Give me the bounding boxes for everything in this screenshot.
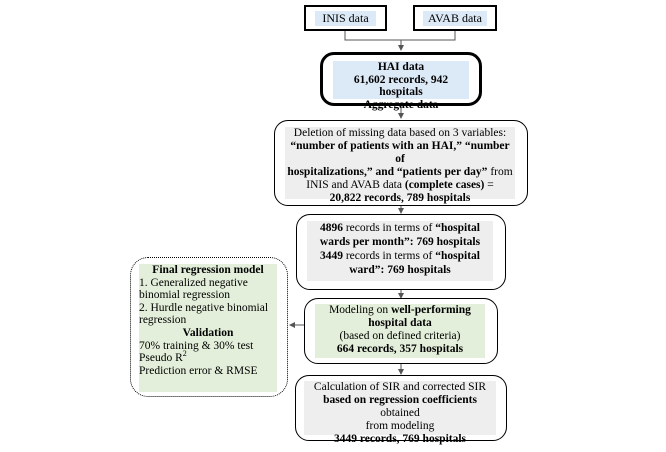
validation-title: Validation <box>182 326 234 339</box>
final-model-item-2b: regression <box>139 314 187 327</box>
avab-connector <box>401 30 456 41</box>
hai-count: 61,602 records, 942 hospitals <box>353 73 449 99</box>
final-model-item-2a: 2. Hurdle negative binomial <box>139 301 269 314</box>
modeling-line-1: Modeling on well-performing <box>329 304 471 316</box>
deletion-line-2: “number of patients with an HAI,” “numbe… <box>290 140 510 165</box>
sir-line-1: Calculation of SIR and corrected SIR <box>313 381 487 393</box>
sir-step-box: Calculation of SIR and corrected SIR bas… <box>295 375 507 445</box>
inis-connector <box>344 30 401 41</box>
wards-step-text: 4896 records in terms of “hospital wards… <box>307 221 493 281</box>
sir-line-4: 3449 records, 769 hospitals <box>333 433 467 445</box>
validation-item-1: 70% training & 30% test <box>139 339 254 352</box>
wards-step-box: 4896 records in terms of “hospital wards… <box>296 214 506 290</box>
deletion-line-3: hospitalizations,” and “patients per day… <box>287 166 513 178</box>
deletion-line-5: 20,822 records, 789 hospitals <box>329 192 471 204</box>
validation-item-3: Prediction error & RMSE <box>139 364 258 377</box>
hai-data-box: HAI data 61,602 records, 942 hospitals A… <box>320 52 482 111</box>
sir-line-2: based on regression coefficients obtaine… <box>323 394 477 419</box>
deletion-step-box: Deletion of missing data based on 3 vari… <box>274 120 528 206</box>
wards-line-2: wards per month”: 769 hospitals <box>319 236 481 248</box>
modeling-step-box: Modeling on well-performing hospital dat… <box>304 298 498 364</box>
final-model-text: Final regression model 1. Generalized ne… <box>139 264 277 392</box>
final-model-title: Final regression model <box>152 264 264 276</box>
final-model-item-1b: binomial regression <box>139 289 231 302</box>
hai-data-text: HAI data 61,602 records, 942 hospitals A… <box>333 61 469 111</box>
sir-step-text: Calculation of SIR and corrected SIR bas… <box>304 381 496 445</box>
modeling-line-2: hospital data <box>368 317 432 329</box>
inis-data-label: INIS data <box>315 11 376 26</box>
modeling-line-4: 664 records, 357 hospitals <box>336 343 464 355</box>
validation-item-2: Pseudo R2 <box>139 349 187 365</box>
modeling-step-text: Modeling on well-performing hospital dat… <box>315 304 485 358</box>
modeling-line-3: (based on defined criteria) <box>339 330 461 342</box>
avab-data-label: AVAB data <box>423 11 487 26</box>
inis-data-box: INIS data <box>304 5 387 31</box>
deletion-line-4: INIS and AVAB data (complete cases) = <box>306 179 494 191</box>
wards-line-3: 3449 records in terms of “hospital <box>319 250 481 262</box>
final-model-box: Final regression model 1. Generalized ne… <box>130 257 288 397</box>
final-model-item-1a: 1. Generalized negative <box>139 276 248 289</box>
wards-line-4: ward”: 769 hospitals <box>349 264 451 276</box>
hai-title: HAI data <box>377 61 425 73</box>
wards-line-1: 4896 records in terms of “hospital <box>319 222 481 234</box>
hai-subtitle: Aggregate data <box>363 98 439 111</box>
avab-data-box: AVAB data <box>413 5 497 31</box>
deletion-step-text: Deletion of missing data based on 3 vari… <box>285 127 515 204</box>
deletion-line-1: Deletion of missing data based on 3 vari… <box>293 127 507 139</box>
sir-line-3: from modeling <box>365 420 435 432</box>
